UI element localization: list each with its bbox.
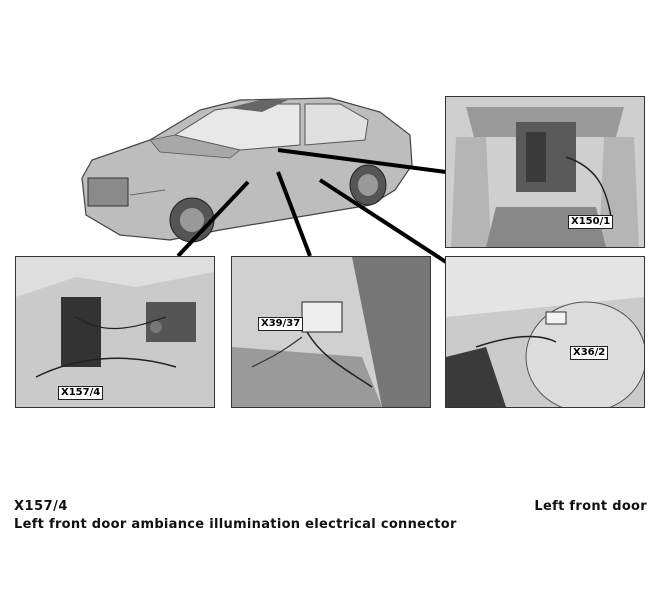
- callout-x157: X157/4: [58, 386, 104, 400]
- trunk-photo: [446, 97, 644, 247]
- component-description: Left front door ambiance illumination el…: [14, 517, 457, 532]
- component-code: X157/4: [14, 499, 68, 514]
- diagram-figure: X150/1 X157/4 X39/37: [15, 96, 645, 408]
- callout-x36: X36/2: [570, 346, 609, 360]
- pillar-photo: [232, 257, 430, 407]
- component-location: Left front door: [534, 499, 647, 514]
- wheelhouse-photo: [446, 257, 644, 407]
- overview-illustration: [81, 97, 448, 264]
- detail-panel-x36: X36/2: [445, 256, 645, 408]
- callout-x150: X150/1: [568, 215, 614, 229]
- car-illustration: [81, 97, 413, 243]
- callout-x39: X39/37: [258, 317, 304, 331]
- detail-panel-x150: X150/1: [445, 96, 645, 248]
- detail-panel-x157: X157/4: [15, 256, 215, 408]
- door-interior-photo: [16, 257, 214, 407]
- detail-panel-x39: X39/37: [231, 256, 431, 408]
